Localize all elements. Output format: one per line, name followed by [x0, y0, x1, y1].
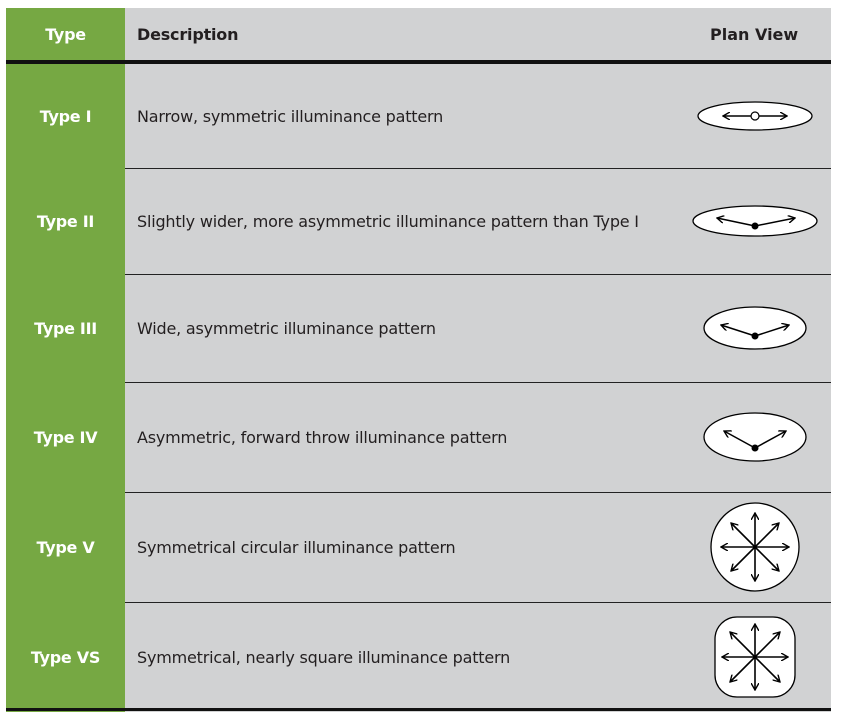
header-rule — [6, 60, 831, 64]
row-type-label: Type V — [6, 492, 125, 602]
header-type: Type — [6, 8, 125, 60]
row-type-label: Type IV — [6, 382, 125, 492]
type-iv-plan-icon — [685, 382, 825, 492]
row-divider — [125, 382, 831, 383]
row-description: Slightly wider, more asymmetric illumina… — [137, 211, 639, 231]
row-description: Asymmetric, forward throw illuminance pa… — [137, 427, 508, 447]
row-description: Wide, asymmetric illuminance pattern — [137, 318, 436, 338]
table-header-row: Type Description Plan View — [6, 8, 831, 60]
row-divider — [125, 602, 831, 603]
type-iii-plan-icon — [685, 274, 825, 382]
row-type-label: Type VS — [6, 602, 125, 712]
header-description: Description — [137, 24, 239, 44]
row-description: Narrow, symmetric illuminance pattern — [137, 106, 444, 126]
header-plan-view: Plan View — [710, 24, 799, 44]
row-divider — [125, 492, 831, 493]
type-v-plan-icon — [685, 492, 825, 602]
row-type-label: Type III — [6, 274, 125, 382]
type-vs-plan-icon — [685, 602, 825, 712]
type-i-plan-icon — [685, 64, 825, 168]
table-row: Type IV Asymmetric, forward throw illumi… — [6, 382, 831, 492]
bottom-rule — [6, 708, 831, 711]
row-description: Symmetrical, nearly square illuminance p… — [137, 647, 511, 667]
table-row: Type V Symmetrical circular illuminance … — [6, 492, 831, 602]
row-divider — [125, 168, 831, 169]
table-row: Type I Narrow, symmetric illuminance pat… — [6, 64, 831, 168]
row-divider — [125, 274, 831, 275]
row-type-label: Type II — [6, 168, 125, 274]
table-row: Type II Slightly wider, more asymmetric … — [6, 168, 831, 274]
row-type-label: Type I — [6, 64, 125, 168]
lighting-distribution-table: Type Description Plan View Type I Narrow… — [6, 8, 831, 712]
row-description: Symmetrical circular illuminance pattern — [137, 537, 456, 557]
table-row: Type VS Symmetrical, nearly square illum… — [6, 602, 831, 712]
table-row: Type III Wide, asymmetric illuminance pa… — [6, 274, 831, 382]
type-ii-plan-icon — [685, 168, 825, 274]
